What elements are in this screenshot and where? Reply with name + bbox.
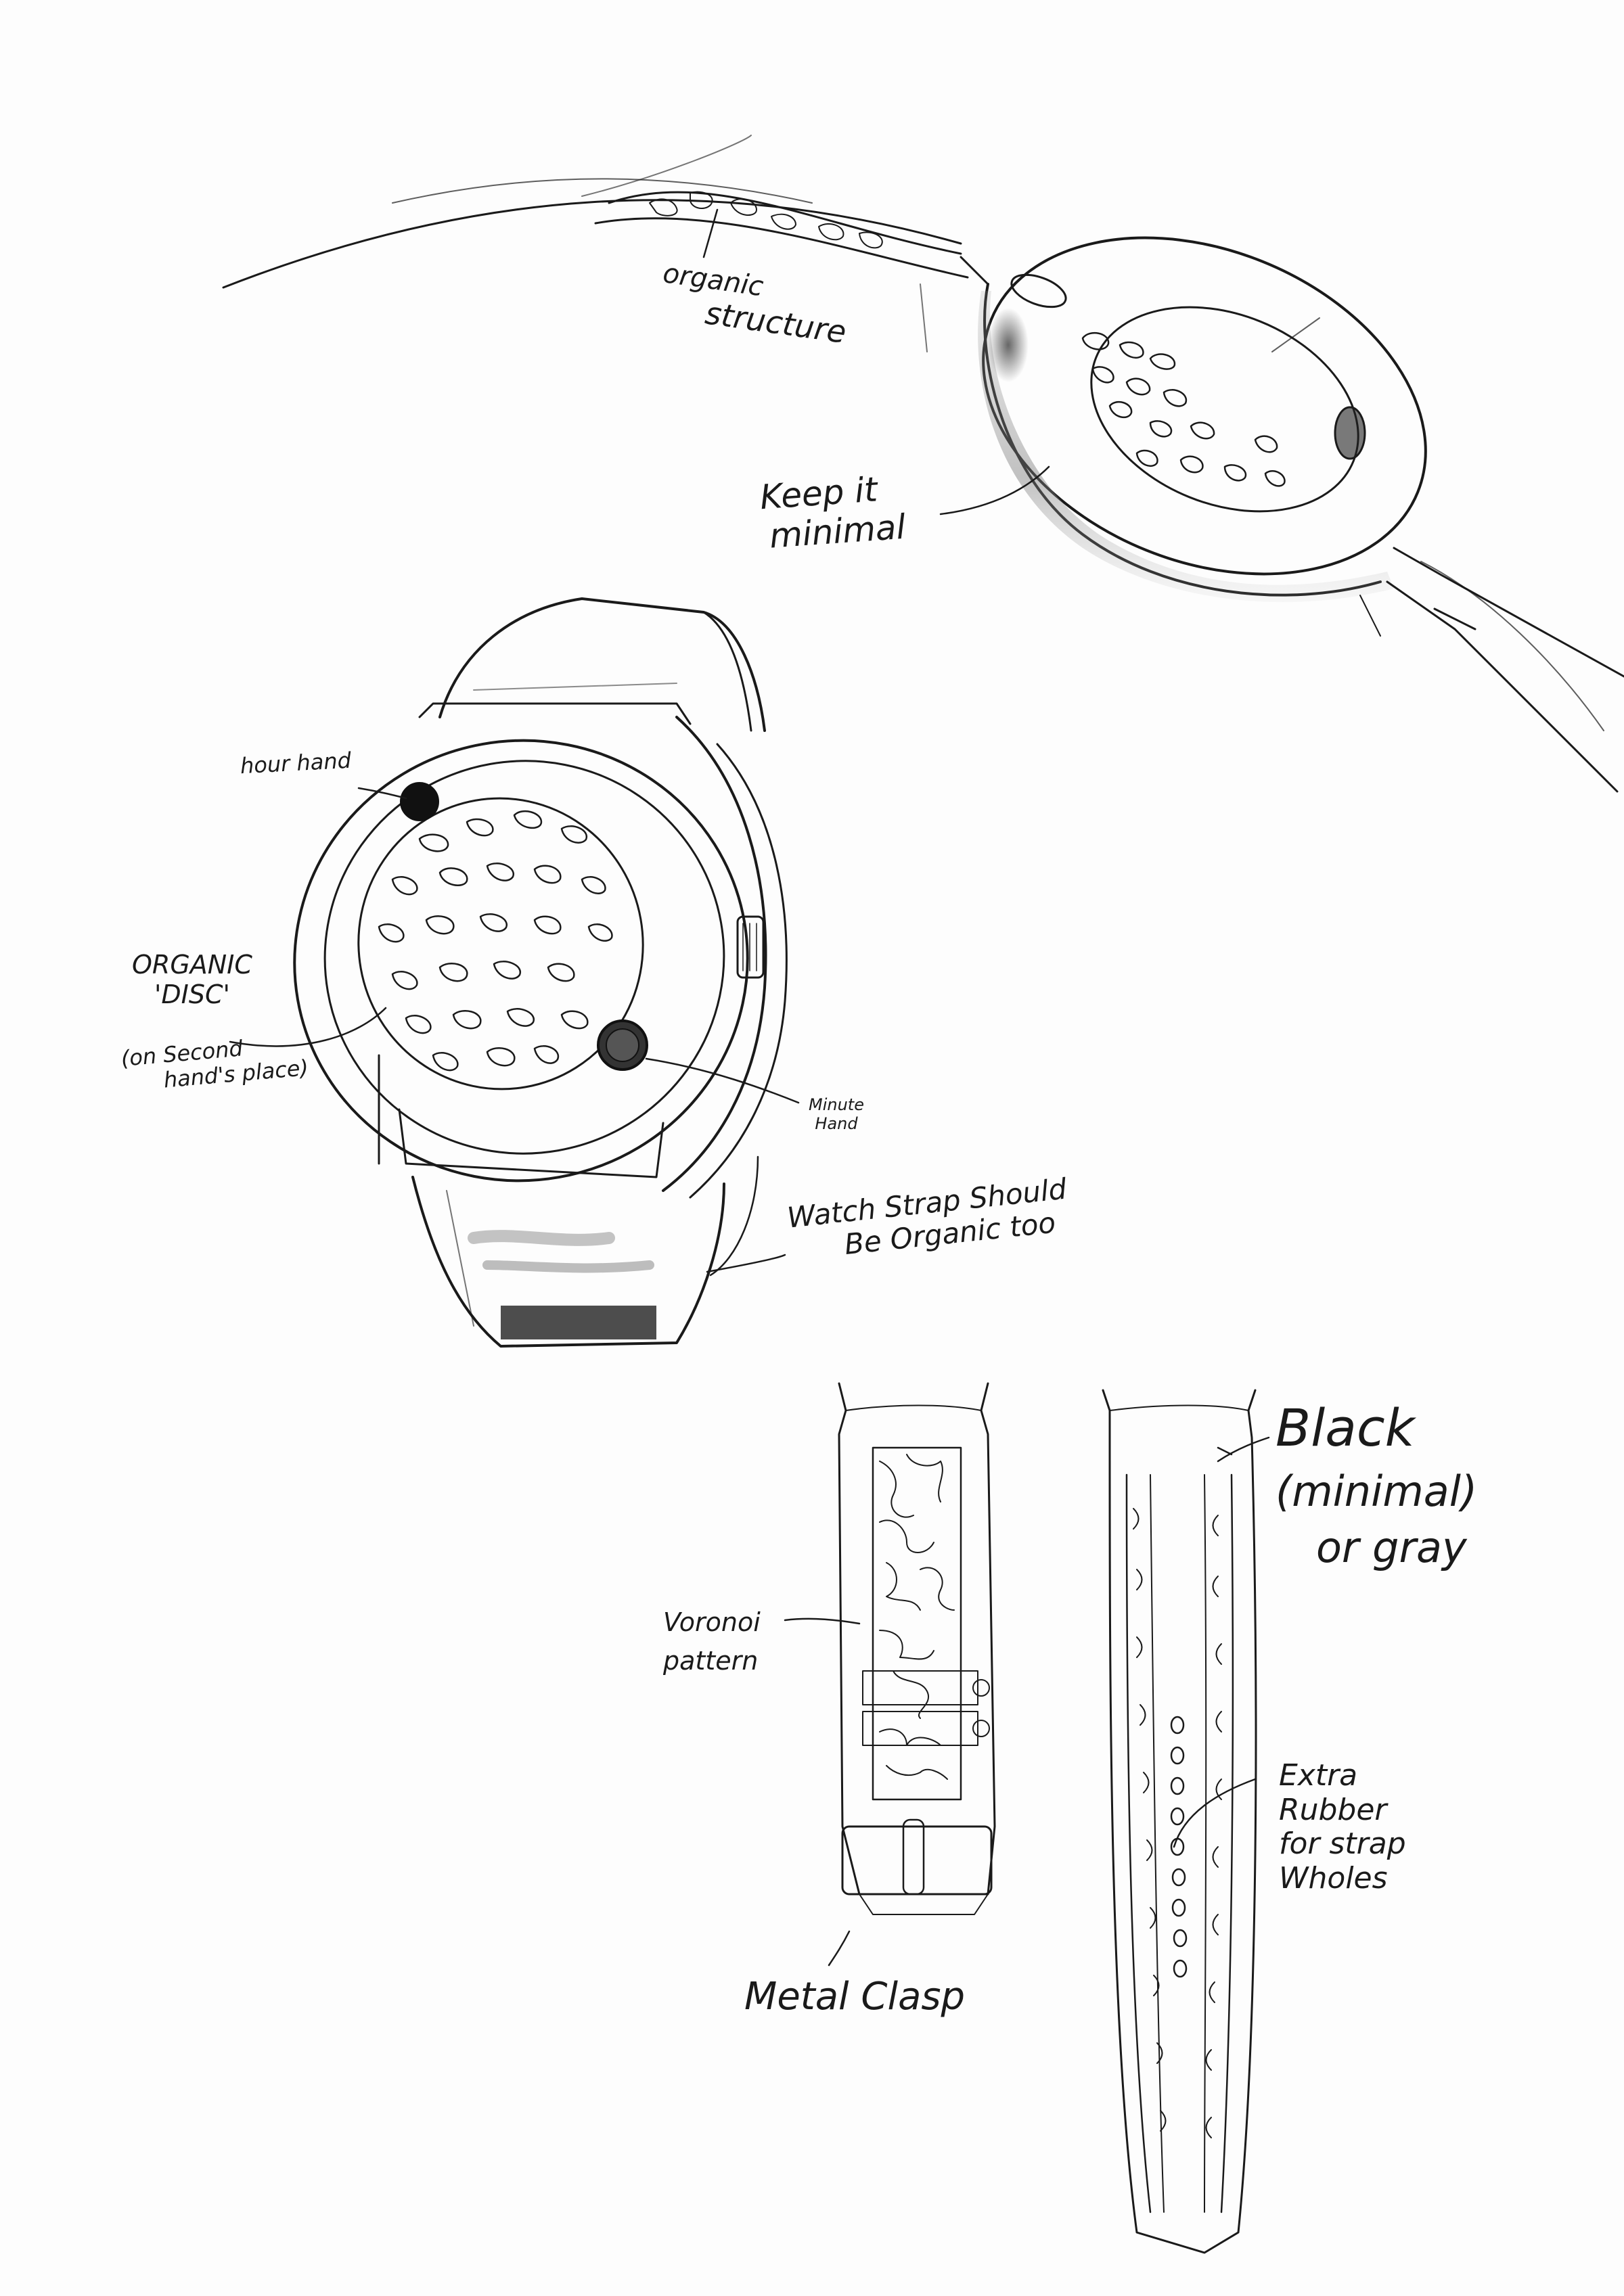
- note-black-minimal: Black (minimal) or gray: [1276, 1394, 1477, 1576]
- note-line: Minute: [809, 1095, 864, 1114]
- note-line: 'DISC': [154, 979, 230, 1009]
- note-line: Metal Clasp: [744, 1975, 966, 2019]
- note-line: Voronoi: [663, 1607, 761, 1637]
- rubber-strap: [1102, 1389, 1257, 2254]
- note-line: Hand: [815, 1113, 858, 1133]
- note-extra-rubber: Extra Rubber for strap Wholes: [1279, 1758, 1406, 1896]
- note-line: for strap: [1279, 1827, 1406, 1862]
- front-view-watch: [293, 597, 788, 1348]
- leader-lines: [229, 208, 1270, 1967]
- note-line: Extra: [1279, 1758, 1358, 1793]
- note-organic-disc: ORGANIC 'DISC': [132, 950, 252, 1009]
- note-metal-clasp: Metal Clasp: [744, 1975, 965, 2019]
- side-view-watch: [222, 135, 1624, 793]
- note-line: Black: [1276, 1398, 1415, 1458]
- note-line: pattern: [663, 1646, 759, 1676]
- note-line: or gray: [1316, 1523, 1467, 1573]
- note-minute-hand: Minute Hand: [809, 1095, 864, 1133]
- note-keep-it-minimal: Keep it minimal: [759, 469, 907, 556]
- note-line: ORGANIC: [132, 950, 252, 980]
- note-voronoi: Voronoi pattern: [663, 1603, 761, 1680]
- note-line: Wholes: [1279, 1860, 1388, 1896]
- voronoi-strap: [838, 1382, 996, 1915]
- note-line: Rubber: [1279, 1792, 1387, 1827]
- note-line: (minimal): [1276, 1466, 1478, 1516]
